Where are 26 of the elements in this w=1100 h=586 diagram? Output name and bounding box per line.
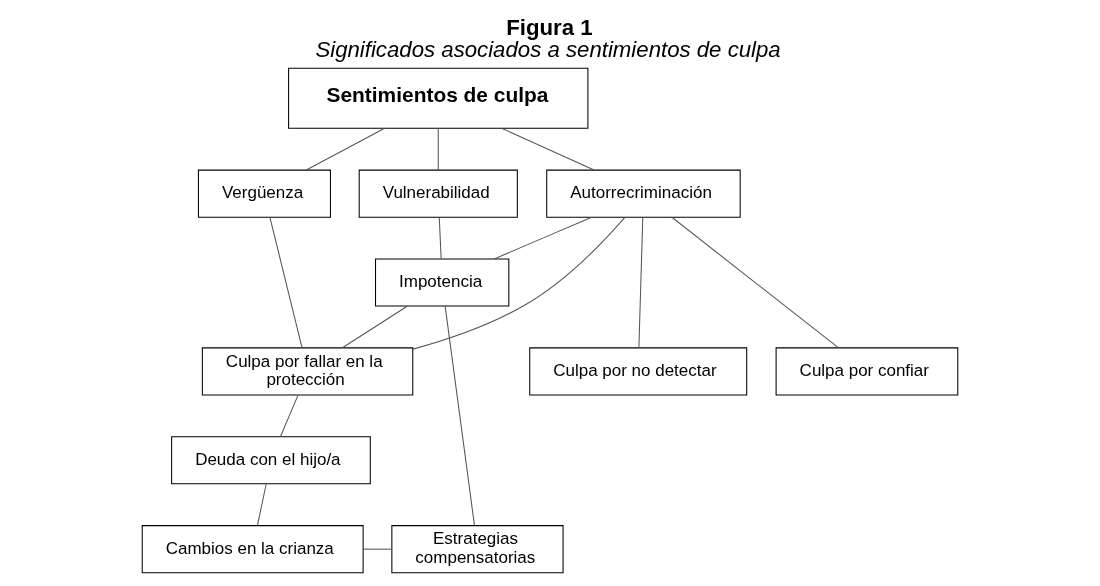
diagram-title: Figura 1 (506, 15, 593, 41)
node-box: Vergüenza (197, 169, 331, 218)
node-box: Autorrecriminación (546, 169, 741, 218)
node-box: Estrategias compensatorias (391, 525, 564, 574)
node-box: Impotencia (375, 258, 510, 307)
connector (671, 217, 839, 349)
connector (341, 305, 408, 349)
connector (493, 216, 592, 260)
connector (269, 217, 303, 349)
connector (444, 305, 475, 526)
connector (305, 127, 385, 171)
connector (638, 217, 644, 349)
node-box: Culpa por no detectar (529, 347, 748, 396)
connector (501, 127, 595, 171)
node-box: Deuda con el hijo/a (171, 436, 371, 485)
connector (437, 127, 439, 171)
connector (362, 548, 393, 550)
node-box: Culpa por fallar en la protección (201, 347, 414, 396)
connector (412, 216, 626, 350)
connector (280, 394, 299, 437)
connector (438, 217, 442, 259)
node-box: Cambios en la crianza (141, 525, 364, 574)
node-box: Vulnerabilidad (358, 169, 518, 218)
connector (256, 483, 267, 526)
node-box: Sentimientos de culpa (288, 67, 589, 129)
node-box: Culpa por confiar (775, 347, 959, 396)
